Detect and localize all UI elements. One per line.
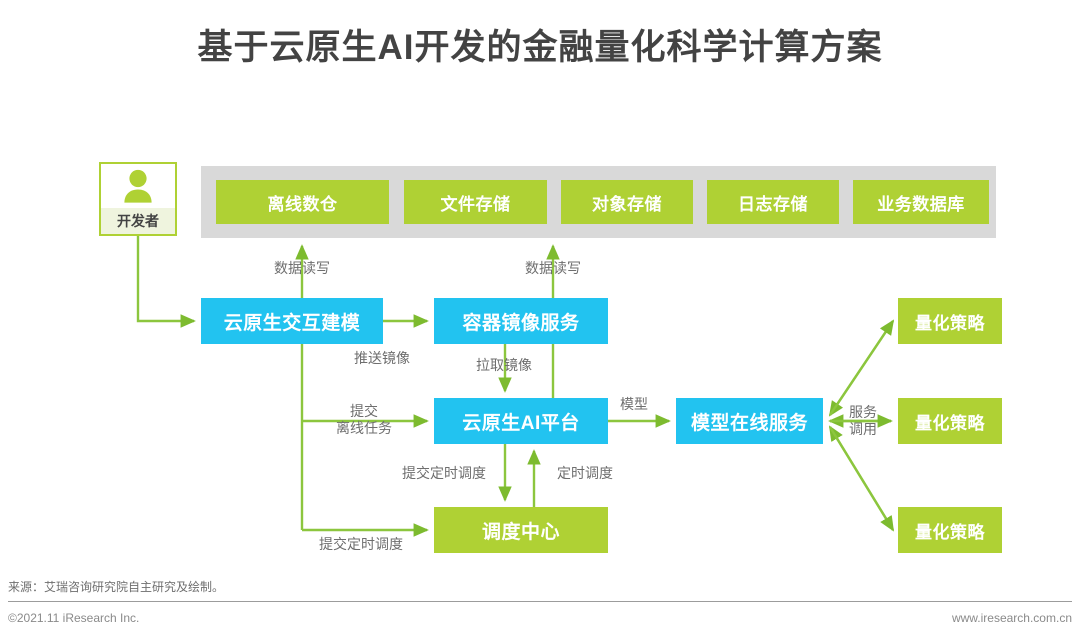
node-label: 量化策略 xyxy=(915,522,985,542)
node-label: 容器镜像服务 xyxy=(462,312,580,334)
edge-label-pull-image: 拉取镜像 xyxy=(476,357,532,373)
node-label: 量化策略 xyxy=(915,413,985,433)
edge-label-cron-schedule: 定时调度 xyxy=(557,465,613,481)
edge-label-submit-cron-bottom: 提交定时调度 xyxy=(319,536,403,552)
storage-box-label: 业务数据库 xyxy=(877,194,965,214)
node-label: 量化策略 xyxy=(915,313,985,333)
node-quant-strategy-1[interactable]: 量化策略 xyxy=(898,298,1002,344)
storage-box-label: 对象存储 xyxy=(592,194,662,214)
node-container-image-service[interactable]: 容器镜像服务 xyxy=(434,298,608,344)
storage-box-offline-warehouse[interactable]: 离线数仓 xyxy=(216,180,389,224)
edge-label-service-call: 服务 调用 xyxy=(849,404,877,437)
node-scheduling-center[interactable]: 调度中心 xyxy=(434,507,608,553)
copyright-text: ©2021.11 iResearch Inc. xyxy=(8,611,140,625)
edge-label-data-read-write-right: 数据读写 xyxy=(525,260,581,276)
footer-divider xyxy=(8,601,1072,602)
node-label: 模型在线服务 xyxy=(690,412,808,434)
node-quant-strategy-3[interactable]: 量化策略 xyxy=(898,507,1002,553)
edge-label-submit-offline-task: 提交 离线任务 xyxy=(336,403,392,436)
website-text: www.iresearch.com.cn xyxy=(951,611,1072,625)
edge-label-push-image: 推送镜像 xyxy=(354,350,410,366)
node-quant-strategy-2[interactable]: 量化策略 xyxy=(898,398,1002,444)
developer-card[interactable]: 开发者 xyxy=(99,162,177,236)
storage-box-label: 文件存储 xyxy=(440,194,511,214)
page-title: 基于云原生AI开发的金融量化科学计算方案 xyxy=(197,28,883,67)
storage-box-label: 日志存储 xyxy=(738,194,808,214)
node-label: 云原生交互建模 xyxy=(223,312,361,334)
source-note: 来源：艾瑞咨询研究院自主研究及绘制。 xyxy=(8,580,225,594)
developer-label: 开发者 xyxy=(101,208,175,234)
storage-box-business-database[interactable]: 业务数据库 xyxy=(853,180,989,224)
node-cloud-native-interactive-modeling[interactable]: 云原生交互建模 xyxy=(201,298,383,344)
node-model-online-service[interactable]: 模型在线服务 xyxy=(676,398,823,444)
node-label: 云原生AI平台 xyxy=(462,412,580,434)
storage-box-label: 离线数仓 xyxy=(267,194,338,214)
node-label: 调度中心 xyxy=(481,521,560,543)
edge-label-submit-cron-mid: 提交定时调度 xyxy=(402,465,486,481)
edge-label-data-read-write-left: 数据读写 xyxy=(274,260,330,276)
storage-box-log-storage[interactable]: 日志存储 xyxy=(707,180,839,224)
edge-label-model: 模型 xyxy=(620,396,648,412)
storage-box-file-storage[interactable]: 文件存储 xyxy=(404,180,547,224)
node-cloud-native-ai-platform[interactable]: 云原生AI平台 xyxy=(434,398,608,444)
storage-box-object-storage[interactable]: 对象存储 xyxy=(561,180,693,224)
person-icon xyxy=(101,164,175,210)
